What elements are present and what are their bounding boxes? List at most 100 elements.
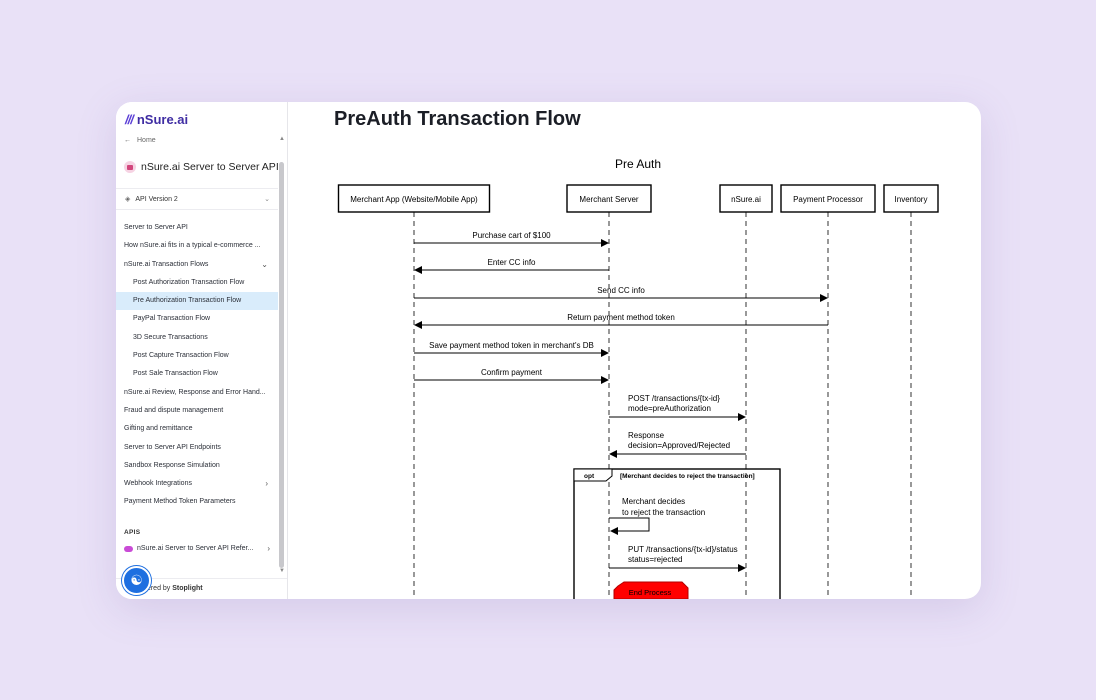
message-4: Save payment method token in merchant's … [414,341,609,357]
accessibility-button[interactable]: ☯ [122,566,151,595]
nav-item-label: Fraud and dispute management [124,406,224,414]
app-window: /// nSure.ai ← Home nSure.ai Server to S… [116,102,981,599]
version-selector[interactable]: ◈ API Version 2 ⌄ [116,188,278,210]
nav-item-webhook-integrations[interactable]: Webhook Integrations › [116,475,278,493]
chevron-down-icon: ⌄ [261,259,268,269]
chevron-right-icon: › [267,544,270,553]
sidebar: /// nSure.ai ← Home nSure.ai Server to S… [116,102,288,599]
message-label: PUT /transactions/{tx-id}/status [628,545,738,554]
api-reference-label: nSure.ai Server to Server API Refer... [137,545,254,552]
message-3: Return payment method token [414,313,828,329]
sidebar-scrollbar[interactable] [279,162,284,568]
nav-item-label: Server to Server API [124,224,188,231]
accessibility-icon: ☯ [130,572,143,588]
nav-item-label: Webhook Integrations [124,480,192,488]
message-label: Return payment method token [567,313,675,322]
nav-item-api-endpoints[interactable]: Server to Server API Endpoints [116,439,278,457]
participant-4: Inventory [883,184,939,599]
fragment-tag: opt [584,473,595,480]
fragment-condition: [Merchant decides to reject the transact… [620,473,755,480]
message-label: to reject the transaction [622,508,705,517]
chevron-down-icon: ⌄ [264,196,270,203]
message-label: Merchant decides [622,497,685,506]
diagram-title: Pre Auth [615,157,661,171]
nav-item-pre-authorization-flow[interactable]: Pre Authorization Transaction Flow [116,292,278,311]
nav-item-post-sale-flow[interactable]: Post Sale Transaction Flow [116,365,278,383]
apis-heading: APIS [124,529,141,536]
logo[interactable]: /// nSure.ai [125,112,188,127]
message-8: Merchant decides to reject the transactio… [609,497,705,535]
nav-item-label: nSure.ai Review, Response and Error Hand… [124,388,266,396]
end-process-terminal: End Process [613,581,689,599]
nav-item-label: Post Sale Transaction Flow [133,370,218,378]
chevron-right-icon: › [265,479,268,489]
nav-item-3d-secure[interactable]: 3D Secure Transactions [116,329,278,347]
nav-item-sandbox-simulation[interactable]: Sandbox Response Simulation [116,457,278,475]
message-label: Response [628,431,665,440]
participant-label: Merchant App (Website/Mobile App) [350,195,478,204]
message-label: status=rejected [628,555,682,564]
message-label: Confirm payment [481,368,543,377]
api-reference-link[interactable]: nSure.ai Server to Server API Refer... › [124,544,270,553]
page-title: PreAuth Transaction Flow [334,108,581,130]
nav-item-review-response-errors[interactable]: nSure.ai Review, Response and Error Hand… [116,384,278,402]
message-label: Send CC info [597,286,645,295]
project-icon [124,161,136,173]
message-2: Send CC info [414,286,828,302]
nav-item-server-to-server-api[interactable]: Server to Server API [116,219,278,237]
version-label: API Version 2 [135,195,178,203]
project-title-text: nSure.ai Server to Server API [141,161,279,173]
nav-item-label: Gifting and remittance [124,425,193,433]
nav-item-label: 3D Secure Transactions [133,333,208,341]
participant-3: Payment Processor [780,184,876,599]
nav-list: Server to Server API How nSure.ai fits i… [116,219,278,512]
nav-item-paypal-flow[interactable]: PayPal Transaction Flow [116,310,278,328]
nav-item-label: PayPal Transaction Flow [133,315,211,323]
powered-by-prefix: owered by [138,585,173,592]
opt-fragment: opt [Merchant decides to reject the trans… [573,468,781,599]
participant-label: nSure.ai [731,195,761,204]
sequence-diagram: Pre Auth Merchant App (Website/Mobile Ap… [337,157,939,599]
message-label: decision=Approved/Rejected [628,441,730,450]
nav-item-payment-token-params[interactable]: Payment Method Token Parameters [116,493,278,511]
message-label: Purchase cart of $100 [472,231,551,240]
nav-item-fraud-dispute[interactable]: Fraud and dispute management [116,402,278,420]
terminal-label: End Process [629,588,672,597]
message-9: PUT /transactions/{tx-id}/statusstatus=r… [609,545,746,572]
project-title: nSure.ai Server to Server API [124,161,279,173]
nav-item-label: Post Authorization Transaction Flow [133,278,245,286]
cloud-icon [124,545,133,552]
nav-item-post-authorization-flow[interactable]: Post Authorization Transaction Flow [116,274,278,292]
participant-box [719,184,773,213]
nav-item-transaction-flows[interactable]: nSure.ai Transaction Flows⌄ [116,256,278,274]
message-label: POST /transactions/{tx-id} [628,394,720,403]
home-label: Home [137,137,156,144]
participant-box [566,184,652,213]
main-content: PreAuth Transaction Flow Pre Auth Mercha… [288,102,981,599]
scroll-up-arrow-icon[interactable]: ▲ [279,136,285,142]
participant-box [780,184,876,213]
participant-box [337,184,491,213]
message-5: Confirm payment [414,368,609,384]
participant-label: Payment Processor [793,195,863,204]
arrow-left-icon: ← [124,137,131,144]
fragment-frame [573,468,781,599]
home-link[interactable]: ← Home [124,137,156,144]
message-1: Enter CC info [414,258,609,274]
powered-by-brand: Stoplight [172,585,203,592]
nav-item-post-capture-flow[interactable]: Post Capture Transaction Flow [116,347,278,365]
nav-item-label: Post Capture Transaction Flow [133,352,229,360]
nav-item-label: Payment Method Token Parameters [124,498,236,506]
nav-item-how-nsure-fits[interactable]: How nSure.ai fits in a typical e-commerc… [116,237,278,255]
terminal-shape [613,581,689,599]
participant-0: Merchant App (Website/Mobile App) [337,184,491,599]
powered-by[interactable]: owered by Stoplight [138,585,203,592]
nav-item-label: Server to Server API Endpoints [124,443,221,451]
scroll-down-arrow-icon[interactable]: ▼ [279,568,285,574]
participant-label: Merchant Server [579,195,638,204]
nav-item-label: Pre Authorization Transaction Flow [133,297,242,305]
nav-item-gifting-remittance[interactable]: Gifting and remittance [116,420,278,438]
nav-item-label: Sandbox Response Simulation [124,461,220,469]
message-label: Enter CC info [487,258,536,267]
